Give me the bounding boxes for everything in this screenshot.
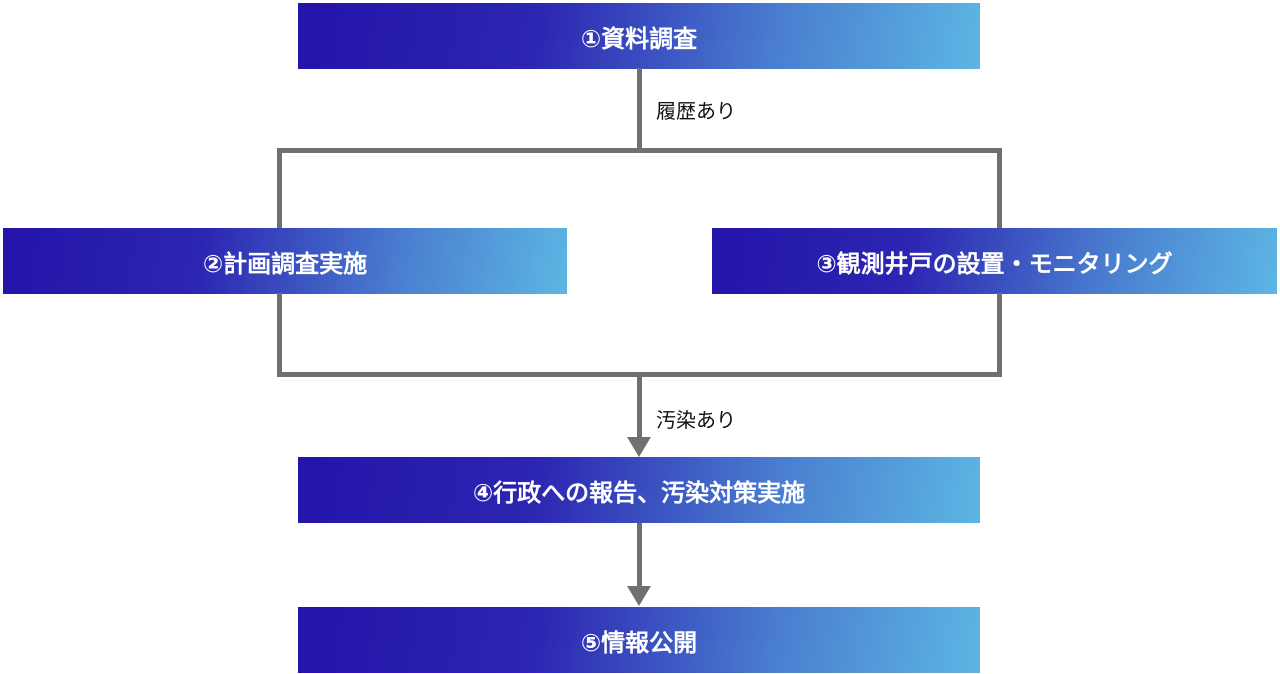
step-5-information-disclosure: ⑤情報公開 [298, 607, 980, 673]
step-2-label: ②計画調査実施 [202, 249, 368, 278]
arrow-head-icon [627, 437, 651, 457]
step-1-label: ①資料調査 [580, 24, 698, 53]
connector-line [277, 148, 282, 228]
step-5-label: ⑤情報公開 [580, 628, 698, 657]
step-4-report-and-countermeasures: ④行政への報告、汚染対策実施 [298, 457, 980, 523]
edge-label-contamination: 汚染あり [656, 408, 736, 432]
step-3-label: ③観測井戸の設置・モニタリング [816, 249, 1173, 278]
step-4-label: ④行政への報告、汚染対策実施 [472, 478, 806, 507]
connector-line [997, 293, 1002, 377]
connector-line [637, 523, 642, 587]
step-3-monitoring-wells: ③観測井戸の設置・モニタリング [712, 228, 1277, 294]
connector-line [997, 148, 1002, 228]
connector-line [277, 148, 1002, 153]
step-1-document-survey: ①資料調査 [298, 3, 980, 69]
edge-label-history: 履歴あり [656, 99, 736, 123]
connector-line [637, 372, 642, 438]
step-2-planned-survey: ②計画調査実施 [3, 228, 567, 294]
arrow-head-icon [627, 586, 651, 606]
connector-line [277, 293, 282, 377]
connector-line [637, 68, 642, 152]
